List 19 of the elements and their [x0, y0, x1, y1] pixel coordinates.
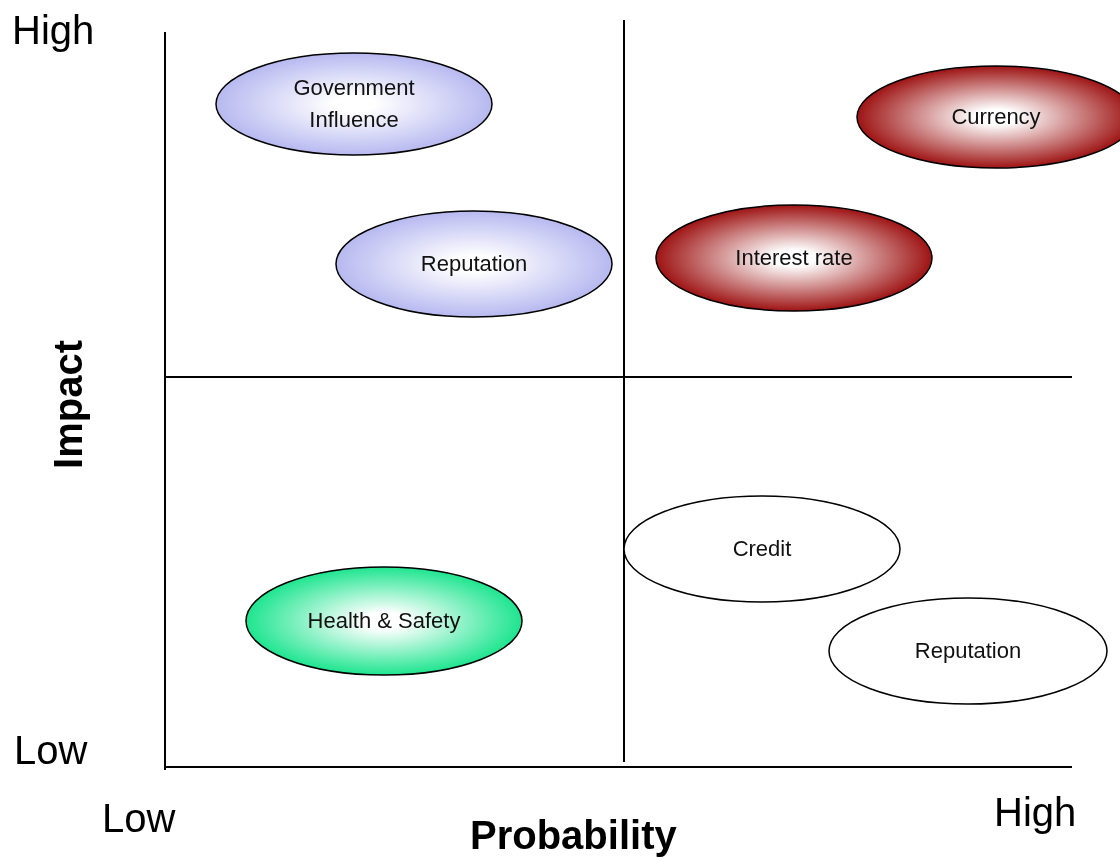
risk-label: Health & Safety — [306, 607, 462, 635]
axis-tick-label: High — [994, 792, 1077, 832]
risk-label: Reputation — [913, 637, 1023, 665]
risk-label: Currency — [950, 103, 1042, 131]
risk-label: Reputation — [419, 250, 529, 278]
axis-tick-label: High — [12, 10, 95, 50]
risk-ellipse — [335, 210, 613, 318]
risk-ellipse — [215, 52, 493, 156]
axis-tick-label: Low — [14, 730, 88, 770]
risk-label: Interest rate — [734, 244, 854, 272]
axis-tick-label: Low — [102, 798, 176, 838]
risk-label: Government Influence — [292, 74, 416, 134]
risk-ellipse — [655, 204, 933, 312]
risk-ellipse — [623, 495, 901, 603]
risk-label: Credit — [731, 535, 793, 563]
risk-ellipse — [828, 597, 1108, 705]
risk-ellipse — [245, 566, 523, 676]
axis-title: Probability — [470, 815, 677, 855]
axis-title: Impact — [48, 340, 88, 469]
